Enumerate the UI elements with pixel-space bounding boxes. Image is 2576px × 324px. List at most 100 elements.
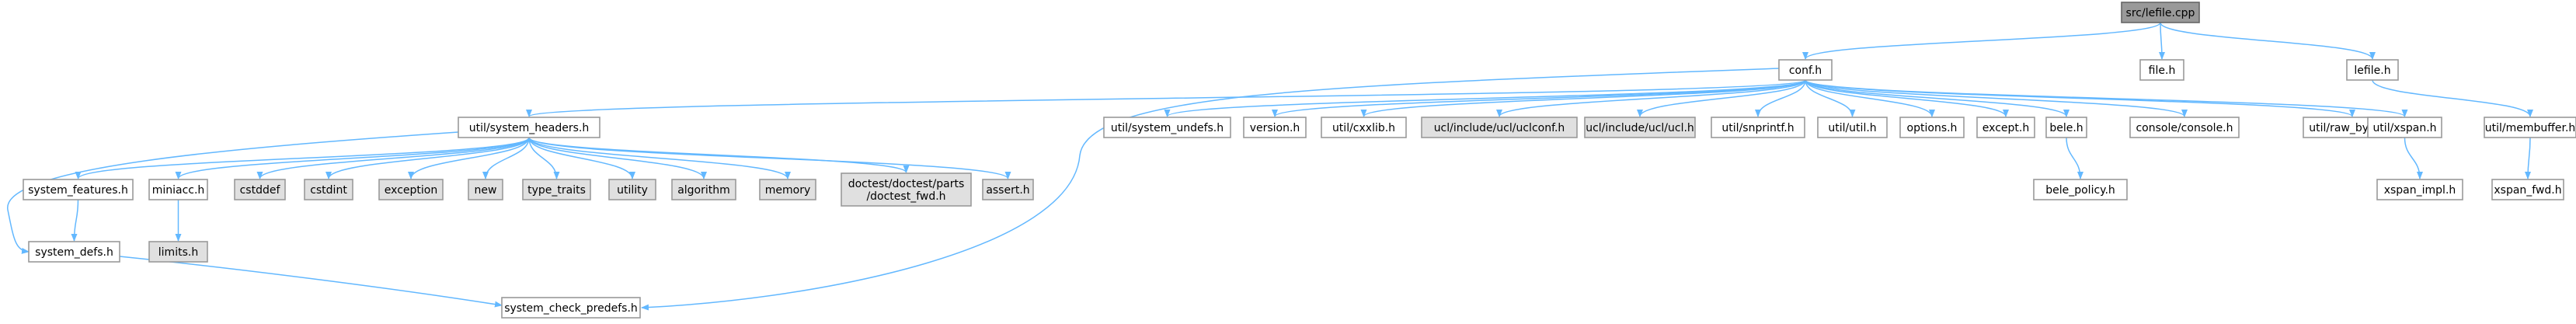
node-xspan-h[interactable]: util/xspan.h bbox=[2367, 117, 2442, 138]
node-miniacc-h[interactable]: miniacc.h bbox=[148, 179, 208, 200]
node-box bbox=[501, 297, 641, 319]
node-conf-h[interactable]: conf.h bbox=[1778, 59, 1833, 81]
node-bele-h[interactable]: bele.h bbox=[2045, 117, 2087, 138]
node-snprintf-h[interactable]: util/snprintf.h bbox=[1711, 117, 1805, 138]
node-box bbox=[759, 179, 816, 200]
edge-conf_h-to-bele_h bbox=[1805, 79, 2070, 117]
node-label: util/system_undefs.h bbox=[1111, 122, 1224, 134]
node-box bbox=[2367, 117, 2442, 138]
node-memory[interactable]: memory bbox=[759, 179, 816, 200]
edge-system_headers_h-to-type_traits bbox=[528, 137, 560, 179]
node-box bbox=[1421, 117, 1578, 138]
node-box bbox=[2491, 179, 2564, 200]
node-label: system_check_predefs.h bbox=[504, 302, 638, 315]
node-label: util/cxxlib.h bbox=[1332, 122, 1395, 134]
node-assert-h[interactable]: assert.h bbox=[982, 179, 1034, 200]
node-box bbox=[28, 241, 120, 263]
node-system-headers-h[interactable]: util/system_headers.h bbox=[458, 117, 600, 138]
node-box bbox=[1817, 117, 1888, 138]
node-lefile-h[interactable]: lefile.h bbox=[2346, 59, 2399, 81]
node-cxxlib-h[interactable]: util/cxxlib.h bbox=[1321, 117, 1407, 138]
edge-lefile_cpp-to-file_h bbox=[2158, 22, 2165, 60]
node-label: src/lefile.cpp bbox=[2126, 7, 2195, 19]
node-box bbox=[2045, 117, 2087, 138]
node-label: console/console.h bbox=[2136, 122, 2233, 134]
node-xspan-fwd-h[interactable]: xspan_fwd.h bbox=[2491, 179, 2564, 200]
node-label: assert.h bbox=[986, 184, 1029, 197]
node-label: options.h bbox=[1907, 122, 1958, 134]
node-box bbox=[982, 179, 1034, 200]
node-box bbox=[2129, 117, 2240, 138]
node-box bbox=[2484, 117, 2576, 138]
node-box bbox=[378, 179, 444, 200]
edge-conf_h-to-uclconf_h bbox=[1496, 79, 1806, 117]
node-version-h[interactable]: version.h bbox=[1243, 117, 1307, 138]
node-label: system_defs.h bbox=[35, 246, 113, 259]
node-bele-policy-h[interactable]: bele_policy.h bbox=[2033, 179, 2128, 200]
edge-conf_h-to-system_headers_h bbox=[526, 79, 1806, 117]
edge-conf_h-to-console_h bbox=[1805, 79, 2188, 117]
node-exception[interactable]: exception bbox=[378, 179, 444, 200]
edge-bele_h-to-bele_policy_h bbox=[2066, 137, 2083, 179]
node-options-h[interactable]: options.h bbox=[1899, 117, 1965, 138]
node-box bbox=[2139, 59, 2184, 81]
node-box bbox=[1899, 117, 1965, 138]
node-label: ucl/include/ucl/ucl.h bbox=[1586, 122, 1694, 134]
node-box bbox=[148, 179, 208, 200]
node-box bbox=[608, 179, 656, 200]
node-box bbox=[1584, 117, 1696, 138]
edge-conf_h-to-except_h bbox=[1805, 79, 2009, 117]
edge-system_headers_h-to-algorithm bbox=[528, 137, 707, 179]
edge-conf_h-to-version_h bbox=[1272, 79, 1806, 117]
node-xspan-impl-h[interactable]: xspan_impl.h bbox=[2376, 179, 2463, 200]
node-new[interactable]: new bbox=[468, 179, 503, 200]
node-box bbox=[1103, 117, 1231, 138]
node-label: util/util.h bbox=[1828, 122, 1876, 134]
node-utility[interactable]: utility bbox=[608, 179, 656, 200]
node-cstdint[interactable]: cstdint bbox=[304, 179, 353, 200]
node-algorithm[interactable]: algorithm bbox=[671, 179, 736, 200]
node-lefile-cpp[interactable]: src/lefile.cpp bbox=[2121, 2, 2200, 23]
node-label: memory bbox=[765, 184, 811, 197]
node-ucl-h[interactable]: ucl/include/ucl/ucl.h bbox=[1584, 117, 1696, 138]
node-uclconf-h[interactable]: ucl/include/ucl/uclconf.h bbox=[1421, 117, 1578, 138]
node-box bbox=[234, 179, 286, 200]
node-box bbox=[1778, 59, 1833, 81]
edge-system_headers_h-to-new bbox=[482, 137, 530, 179]
node-system-undefs-h[interactable]: util/system_undefs.h bbox=[1103, 117, 1231, 138]
node-except-h[interactable]: except.h bbox=[1976, 117, 2035, 138]
node-file-h[interactable]: file.h bbox=[2139, 59, 2184, 81]
edge-conf_h-to-system_check_predefs_h bbox=[641, 68, 1780, 311]
edge-xspan_h-to-xspan_impl_h bbox=[2404, 137, 2423, 179]
node-membuffer-h[interactable]: util/membuffer.h bbox=[2484, 117, 2576, 138]
edges-layer bbox=[7, 22, 2533, 311]
node-label: conf.h bbox=[1789, 64, 1822, 77]
node-label: miniacc.h bbox=[152, 184, 205, 197]
node-label: lefile.h bbox=[2354, 64, 2390, 77]
node-limits-h[interactable]: limits.h bbox=[148, 241, 208, 263]
edge-conf_h-to-ucl_h bbox=[1637, 79, 1806, 117]
node-type-traits[interactable]: type_traits bbox=[522, 179, 591, 200]
node-cstddef[interactable]: cstddef bbox=[234, 179, 286, 200]
node-label: util/snprintf.h bbox=[1721, 122, 1794, 134]
node-label: new bbox=[475, 184, 497, 197]
node-system-defs-h[interactable]: system_defs.h bbox=[28, 241, 120, 263]
edge-system_features_h-to-system_defs_h bbox=[71, 199, 79, 242]
node-box bbox=[468, 179, 503, 200]
edge-system_headers_h-to-memory bbox=[528, 137, 791, 179]
node-system-check-predefs-h[interactable]: system_check_predefs.h bbox=[501, 297, 641, 319]
edge-lefile_cpp-to-lefile_h bbox=[2160, 22, 2376, 60]
node-label: type_traits bbox=[527, 184, 586, 197]
node-label: util/system_headers.h bbox=[469, 122, 589, 134]
node-label: algorithm bbox=[677, 184, 730, 197]
edge-system_headers_h-to-system_features_h bbox=[75, 137, 530, 179]
node-label: cstdint bbox=[310, 184, 347, 197]
node-util-h[interactable]: util/util.h bbox=[1817, 117, 1888, 138]
node-label: util/membuffer.h bbox=[2485, 122, 2576, 134]
node-system-features-h[interactable]: system_features.h bbox=[23, 179, 134, 200]
node-box bbox=[1976, 117, 2035, 138]
node-console-h[interactable]: console/console.h bbox=[2129, 117, 2240, 138]
edge-system_headers_h-to-cstddef bbox=[256, 137, 530, 179]
node-doctest-fwd-h[interactable]: doctest/doctest/parts/doctest_fwd.h bbox=[841, 172, 972, 207]
